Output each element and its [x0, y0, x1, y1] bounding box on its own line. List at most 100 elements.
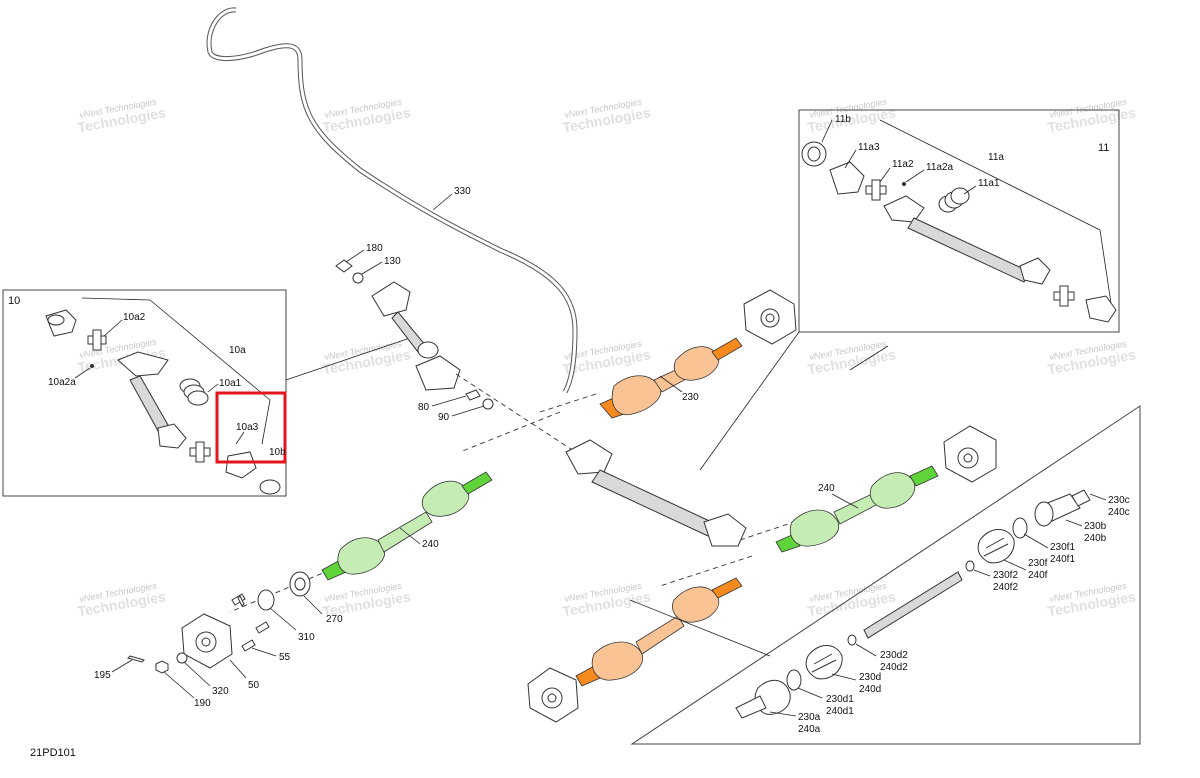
callout-11a: 11a — [988, 152, 1004, 163]
drive-shaft-230-bottom — [575, 577, 743, 687]
callout-230: 230 — [682, 392, 699, 403]
leader-320 — [183, 661, 211, 687]
leader-11a-end — [1099, 229, 1113, 311]
leader-230c — [1089, 493, 1107, 501]
leader-detail-link — [629, 599, 771, 657]
boot-11a1-part — [938, 187, 970, 213]
leader-230b — [1065, 519, 1083, 527]
leader-130 — [361, 261, 383, 275]
hub-50-part — [181, 613, 233, 669]
highlight-box — [215, 391, 287, 464]
leader-box11-b — [849, 345, 889, 371]
leader-10a-end — [261, 399, 271, 445]
leader-10a-top — [81, 297, 151, 301]
callout-240f: 240f — [1028, 570, 1048, 581]
nut-130-part — [352, 272, 364, 284]
bushing-10b-part — [259, 479, 281, 495]
fitting-180-part — [335, 259, 353, 273]
callout-10a: 10a — [229, 345, 246, 356]
inner-cv-230a-part — [735, 679, 791, 719]
leader-230f2 — [973, 569, 991, 577]
leader-90 — [451, 405, 485, 417]
leader-270 — [303, 595, 323, 615]
callout-320: 320 — [212, 686, 229, 697]
leader-240-right — [831, 493, 859, 509]
leader-10a-diag — [149, 299, 271, 401]
cable-330 — [206, 7, 578, 394]
leader-230f1 — [1023, 533, 1049, 549]
callout-240-right: 240 — [818, 483, 835, 494]
leader-11b — [821, 119, 833, 143]
leader-55 — [251, 647, 277, 657]
watermark: vNext Technologies Technologies — [561, 96, 652, 135]
callout-240f1: 240f1 — [1050, 554, 1075, 565]
watermark: vNext Technologies Technologies — [321, 96, 412, 135]
watermark: vNext Technologies Technologies — [76, 96, 167, 135]
hub-bottom-part — [527, 667, 579, 723]
callout-240d2: 240d2 — [880, 662, 908, 673]
cable-330-inner — [207, 8, 577, 393]
leader-230d — [831, 673, 857, 681]
callout-11a2: 11a2 — [892, 159, 914, 170]
cap-90-part — [482, 398, 494, 410]
leader-10a2a — [74, 367, 91, 379]
leader-180 — [345, 249, 365, 263]
callout-230d1: 230d1 — [826, 694, 854, 705]
leader-230 — [659, 375, 683, 393]
yoke-11a3-part — [829, 161, 865, 195]
clip-10a2a-part — [90, 364, 94, 368]
leader-230d1 — [797, 687, 823, 699]
callout-50: 50 — [248, 680, 260, 691]
clip-11a2a-part — [902, 182, 906, 186]
callout-80: 80 — [418, 402, 430, 413]
leader-230f — [1003, 559, 1027, 571]
leader-11a2 — [879, 167, 891, 183]
watermark: vNext Technologies Technologies — [76, 580, 167, 619]
callout-230f: 230f — [1028, 558, 1048, 569]
watermark: vNext Technologies Technologies — [1046, 580, 1137, 619]
axis-line-3 — [459, 411, 561, 453]
callout-270: 270 — [326, 614, 343, 625]
watermark: vNext Technologies Technologies — [1046, 96, 1137, 135]
boot-230f-part — [977, 529, 1015, 564]
callout-10b: 10b — [269, 447, 286, 458]
ring-310-part — [257, 589, 275, 611]
watermarks: vNext Technologies Technologies vNext Te… — [76, 96, 1137, 619]
callout-55: 55 — [279, 652, 291, 663]
watermark: vNext Technologies Technologies — [806, 338, 897, 377]
callout-130: 130 — [384, 256, 401, 267]
callout-230d: 230d — [859, 672, 881, 683]
nut-190-part — [155, 660, 169, 674]
diagram-code: 21PD101 — [30, 747, 76, 759]
cotter-195-part — [127, 655, 145, 663]
watermark: vNext Technologies Technologies — [321, 338, 412, 377]
leader-11a2a — [905, 169, 925, 183]
leader-230d2 — [855, 643, 877, 657]
outer-cv-230c-part — [1034, 489, 1091, 527]
callout-240f2: 240f2 — [993, 582, 1018, 593]
callout-10a2: 10a2 — [123, 312, 146, 323]
cross-10a2-part — [87, 329, 107, 351]
washer-320-part — [176, 652, 188, 664]
callout-240c: 240c — [1108, 507, 1130, 518]
detail-region-outline — [630, 405, 1141, 745]
leader-11a1 — [963, 185, 977, 195]
clamp-230f2-part — [965, 560, 975, 572]
leader-190 — [163, 671, 195, 699]
cross-11-lower-part — [1053, 285, 1075, 307]
callout-195: 195 — [94, 670, 111, 681]
bearing-270-part — [289, 571, 311, 597]
leader-195 — [111, 659, 133, 673]
callout-11: 11 — [1098, 142, 1109, 154]
grease-80-part — [465, 389, 481, 401]
bar-shaft-part — [863, 571, 963, 639]
leader-11a-diag — [879, 119, 1101, 231]
boot-230d-part — [805, 645, 843, 680]
shaft-11a-part — [883, 195, 1051, 285]
leader-11a3 — [844, 149, 857, 169]
watermark: vNext Technologies Technologies — [561, 580, 652, 619]
leader-10a2 — [103, 319, 123, 337]
watermark: vNext Technologies Technologies — [1046, 338, 1137, 377]
axis-line-5 — [659, 555, 753, 587]
